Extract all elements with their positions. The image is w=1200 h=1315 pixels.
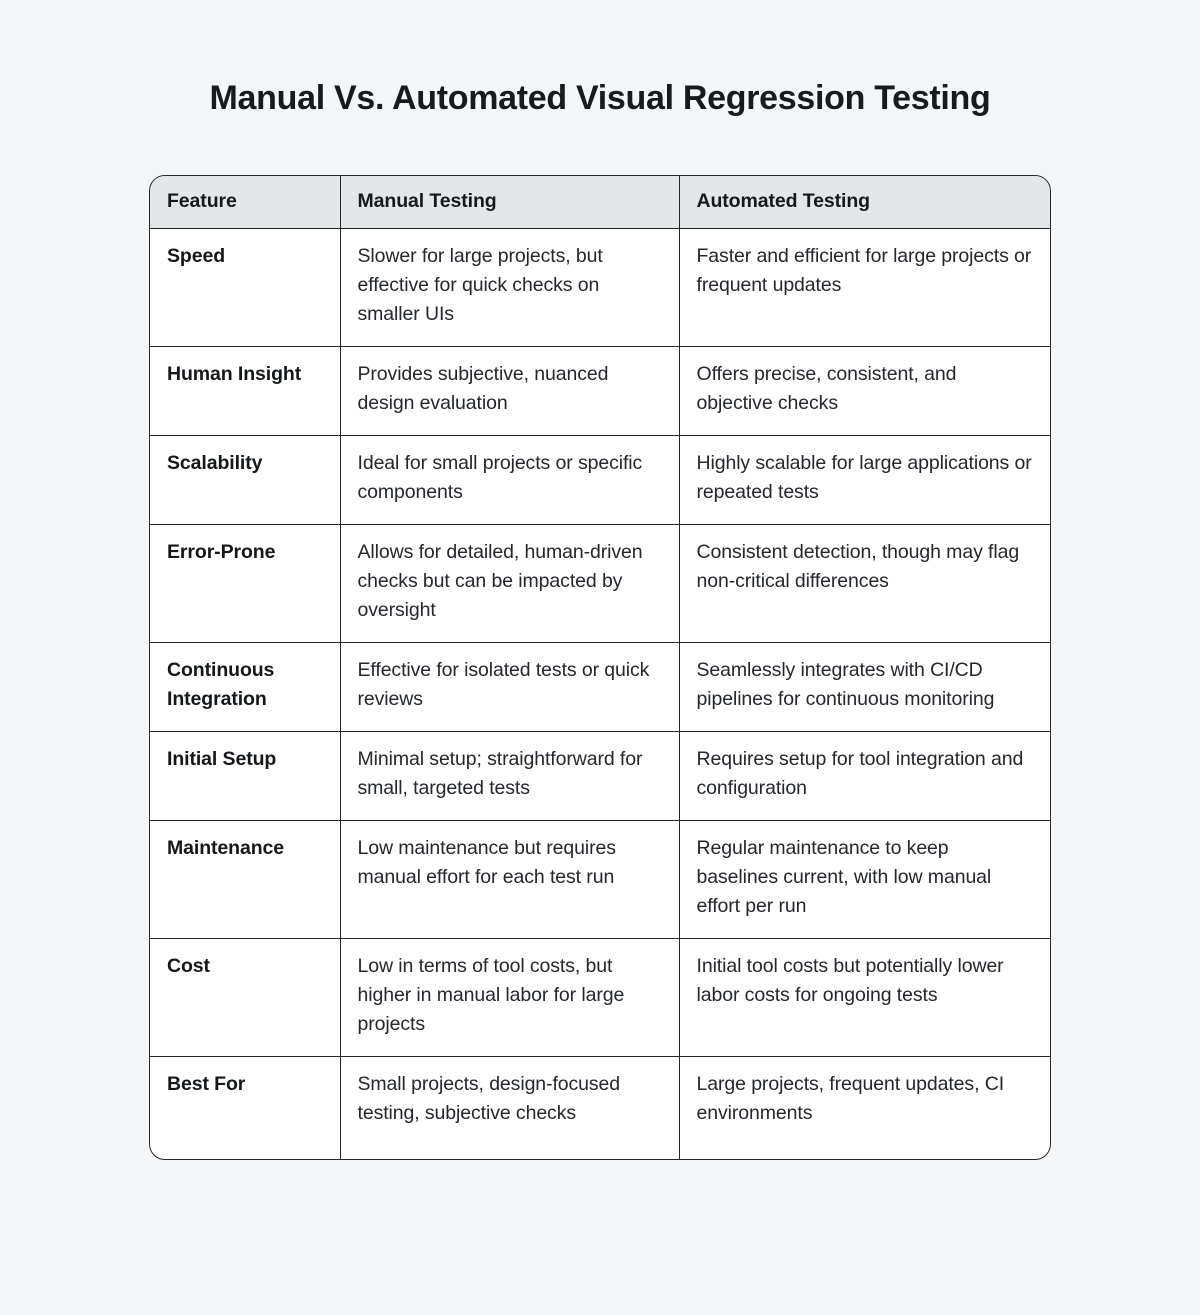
feature-cell: Cost [150,938,341,1057]
manual-testing-cell: Effective for isolated tests or quick re… [340,642,680,732]
feature-cell: Initial Setup [150,731,341,821]
comparison-table-container: Feature Manual Testing Automated Testing… [149,175,1051,1160]
column-header-feature: Feature [150,176,341,229]
automated-testing-cell: Large projects, frequent updates, CI env… [696,1073,1005,1124]
feature-cell: Error-Prone [150,524,341,643]
table-row: Maintenance Low maintenance but requires… [150,820,1050,939]
automated-testing-cell: Offers precise, consistent, and objectiv… [679,346,1050,436]
table-row: Initial Setup Minimal setup; straightfor… [150,731,1050,821]
table-header-row: Feature Manual Testing Automated Testing [150,176,1050,229]
automated-testing-cell: Seamlessly integrates with CI/CD pipelin… [679,642,1050,732]
manual-testing-cell: Ideal for small projects or specific com… [340,435,680,525]
feature-cell: Maintenance [150,820,341,939]
automated-testing-cell: Regular maintenance to keep baselines cu… [679,820,1050,939]
table-row: Continuous Integration Effective for iso… [150,642,1050,732]
table-row: Human Insight Provides subjective, nuanc… [150,346,1050,436]
column-header-automated-testing: Automated Testing [679,176,1050,229]
feature-cell: Continuous Integration [150,642,341,732]
table-row: Cost Low in terms of tool costs, but hig… [150,938,1050,1057]
feature-cell: Best For [150,1056,341,1159]
table-row: Scalability Ideal for small projects or … [150,435,1050,525]
table-row: Error-Prone Allows for detailed, human-d… [150,524,1050,643]
table-row: Best For Small projects, design-focused … [150,1056,1050,1159]
manual-testing-cell: Provides subjective, nuanced design eval… [340,346,680,436]
automated-testing-cell: Highly scalable for large applications o… [679,435,1050,525]
manual-testing-cell: Slower for large projects, but effective… [340,228,680,347]
automated-testing-cell: Requires setup for tool integration and … [679,731,1050,821]
feature-cell: Scalability [150,435,341,525]
manual-testing-cell: Allows for detailed, human-driven checks… [340,524,680,643]
table-row: Speed Slower for large projects, but eff… [150,228,1050,347]
comparison-table: Feature Manual Testing Automated Testing… [150,176,1050,1159]
feature-cell: Human Insight [150,346,341,436]
automated-testing-cell: Consistent detection, though may flag no… [679,524,1050,643]
page-title: Manual Vs. Automated Visual Regression T… [209,79,991,117]
manual-testing-cell: Small projects, design-focused testing, … [340,1056,680,1159]
manual-testing-cell: Low maintenance but requires manual effo… [340,820,680,939]
feature-cell: Speed [150,228,341,347]
automated-testing-cell: Initial tool costs but potentially lower… [679,938,1050,1057]
manual-testing-cell: Low in terms of tool costs, but higher i… [340,938,680,1057]
manual-testing-cell: Minimal setup; straightforward for small… [340,731,680,821]
automated-testing-cell: Faster and efficient for large projects … [679,228,1050,347]
column-header-manual-testing: Manual Testing [340,176,680,229]
